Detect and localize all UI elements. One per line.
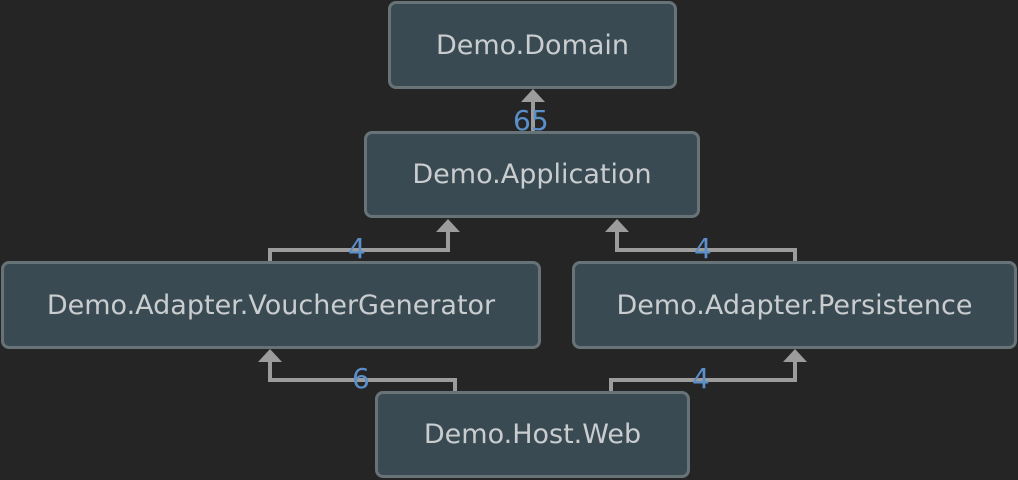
arrow-head-icon (258, 349, 282, 362)
edge-line (268, 230, 450, 261)
edge-label-hostweb-persistence: 4 (692, 362, 710, 395)
edge-line (609, 360, 797, 391)
edge-persistence-to-application (605, 219, 797, 261)
edge-hostweb-to-vouchergenerator (258, 349, 457, 391)
node-label: Demo.Adapter.VoucherGenerator (46, 289, 496, 321)
arrow-head-icon (605, 219, 629, 232)
node-demo-host-web[interactable]: Demo.Host.Web (375, 391, 690, 478)
node-demo-application[interactable]: Demo.Application (364, 131, 700, 218)
arrow-head-icon (521, 89, 545, 102)
edge-label-vouchergenerator-application: 4 (348, 232, 366, 265)
edge-hostweb-to-persistence (609, 349, 807, 391)
node-demo-adapter-persistence[interactable]: Demo.Adapter.Persistence (572, 261, 1017, 349)
node-demo-domain[interactable]: Demo.Domain (388, 1, 677, 89)
node-demo-adapter-vouchergenerator[interactable]: Demo.Adapter.VoucherGenerator (1, 261, 541, 349)
edge-line (615, 230, 797, 261)
edge-label-hostweb-vouchergenerator: 6 (352, 362, 370, 395)
edge-label-application-domain: 65 (513, 104, 549, 137)
edge-vouchergenerator-to-application (268, 219, 460, 261)
node-label: Demo.Host.Web (423, 419, 642, 450)
edge-line (268, 360, 457, 391)
edge-application-to-domain (521, 89, 545, 131)
node-label: Demo.Adapter.Persistence (616, 289, 973, 321)
node-label: Demo.Application (412, 159, 652, 190)
arrow-head-icon (436, 219, 460, 232)
node-label: Demo.Domain (435, 29, 630, 61)
edge-label-persistence-application: 4 (694, 232, 712, 265)
arrow-head-icon (783, 349, 807, 362)
